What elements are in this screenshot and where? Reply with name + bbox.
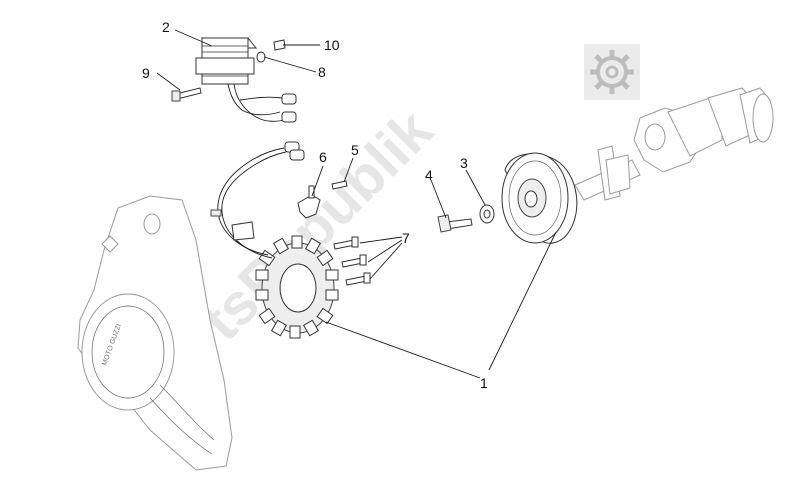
gear-icon [584, 44, 640, 100]
crankshaft [574, 87, 774, 201]
leader-lines [156, 29, 557, 379]
stator-bolts [333, 236, 371, 286]
generator-cover: MOTO GUZZI [77, 195, 233, 471]
washer [479, 204, 495, 224]
regulator-clip [273, 39, 286, 51]
regulator-washer [256, 51, 266, 63]
callout-1: 1 [480, 375, 488, 391]
callout-7: 7 [402, 230, 410, 246]
callout-10: 10 [324, 37, 340, 53]
voltage-regulator [195, 37, 297, 123]
callout-labels: 1 2 3 4 5 6 7 8 9 10 [142, 19, 488, 391]
callout-5: 5 [351, 142, 359, 158]
callout-4: 4 [425, 167, 433, 183]
rotor [501, 152, 578, 244]
callout-3: 3 [460, 155, 468, 171]
callout-6: 6 [319, 149, 327, 165]
regulator-screw [171, 87, 202, 102]
stator [255, 235, 339, 339]
stator-wiring [210, 141, 305, 259]
callout-8: 8 [318, 64, 326, 80]
callout-2: 2 [162, 19, 170, 35]
rotor-screw [437, 214, 473, 233]
pickup-screw [331, 180, 348, 190]
callout-9: 9 [142, 65, 150, 81]
